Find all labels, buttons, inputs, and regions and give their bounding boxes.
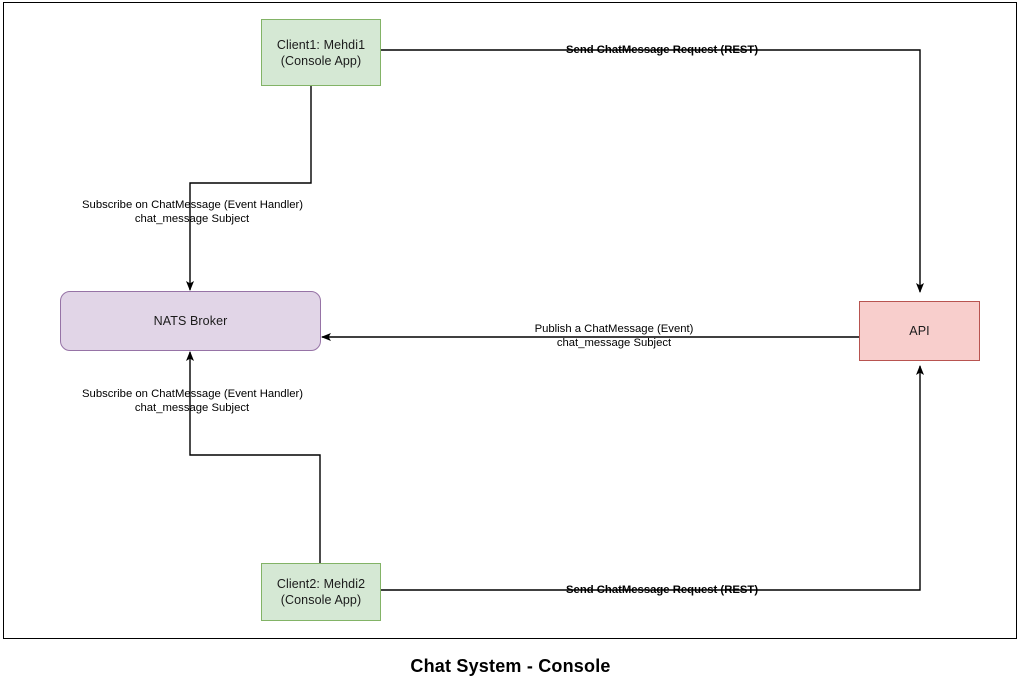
edge-label-client2-to-api: Send ChatMessage Request (REST) — [566, 584, 758, 598]
edge-label-client1-to-api-line1: Send ChatMessage Request (REST) — [566, 44, 759, 56]
edge-label-client1-to-api: Send ChatMessage Request (REST) — [566, 44, 758, 58]
edge-label-client1-to-broker: Subscribe on ChatMessage (Event Handler)… — [82, 199, 304, 226]
edge-label-client2-to-broker: Subscribe on ChatMessage (Event Handler)… — [82, 388, 304, 415]
edge-label-client2-to-api-line1: Send ChatMessage Request (REST) — [566, 584, 759, 596]
node-client2-line1: Client2: Mehdi2 — [276, 577, 366, 591]
node-api[interactable]: API — [859, 301, 980, 361]
edge-label-api-to-broker-line2: chat_message Subject — [556, 336, 672, 349]
node-client2-line2: (Console App) — [280, 593, 362, 607]
node-client1[interactable]: Client1: Mehdi1 (Console App) — [261, 19, 381, 86]
edge-label-client1-to-broker-line1: Subscribe on ChatMessage (Event Handler) — [82, 199, 304, 211]
edge-label-client1-to-broker-line2: chat_message Subject — [134, 212, 250, 225]
node-api-label: API — [909, 324, 930, 338]
node-client2[interactable]: Client2: Mehdi2 (Console App) — [261, 563, 381, 621]
edge-label-client2-to-broker-line1: Subscribe on ChatMessage (Event Handler) — [82, 388, 304, 400]
node-nats-broker[interactable]: NATS Broker — [60, 291, 321, 351]
node-client1-line1: Client1: Mehdi1 — [276, 37, 366, 52]
node-client1-line2: (Console App) — [280, 53, 362, 68]
edge-label-api-to-broker-line1: Publish a ChatMessage (Event) — [534, 323, 694, 335]
node-nats-broker-label: NATS Broker — [153, 314, 228, 328]
edge-label-client2-to-broker-line2: chat_message Subject — [134, 401, 250, 414]
node-client2-text: Client2: Mehdi2 (Console App) — [262, 576, 380, 608]
edge-label-api-to-broker: Publish a ChatMessage (Event) chat_messa… — [525, 323, 703, 350]
diagram-title: Chat System - Console — [410, 656, 611, 676]
node-client1-text: Client1: Mehdi1 (Console App) — [262, 37, 380, 69]
